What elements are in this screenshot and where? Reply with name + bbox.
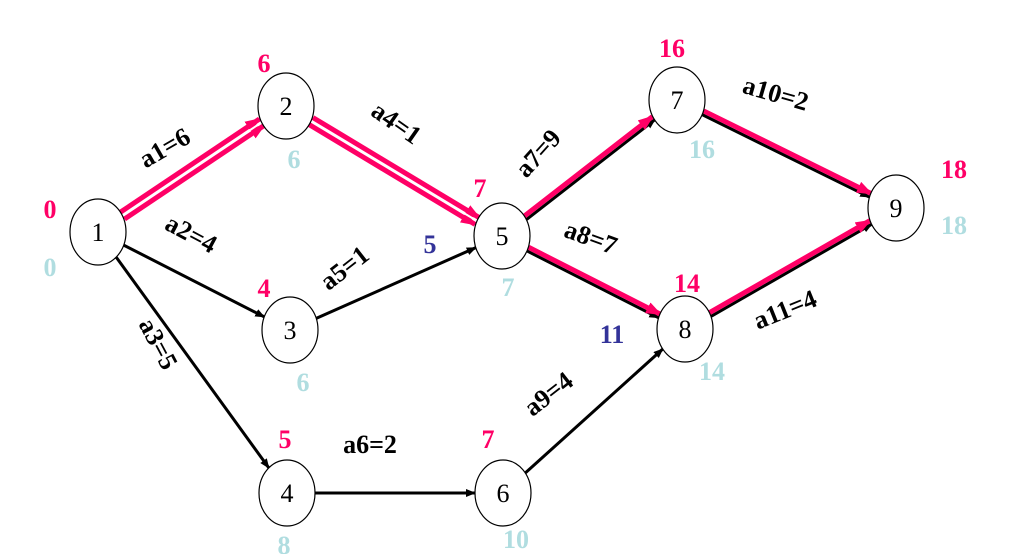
latest-time: 6 [288, 145, 301, 174]
critical-arrow [527, 245, 662, 317]
edge-arrow [524, 347, 664, 475]
node-circle [474, 459, 532, 527]
node-circle [257, 72, 315, 140]
node-label: 1 [92, 218, 105, 247]
edge-arrow [123, 243, 266, 319]
earliest-time: 7 [474, 174, 487, 203]
edge-label: a2=4 [161, 208, 222, 259]
latest-time: 14 [699, 357, 725, 386]
edge-label: a5=1 [314, 240, 374, 296]
edge-a11 [707, 218, 873, 318]
alternate-time: 5 [424, 230, 437, 259]
edge-a7 [522, 114, 656, 221]
node-label: 2 [280, 92, 293, 121]
node-label: 8 [679, 315, 692, 344]
edge-label: a3=5 [133, 313, 184, 374]
edge-a5 [315, 246, 477, 320]
node-1: 1 0 0 [44, 195, 127, 282]
node-label: 5 [496, 222, 509, 251]
edge-arrow [315, 246, 477, 320]
node-4: 4 5 8 [258, 425, 316, 554]
critical-arrow [311, 115, 481, 220]
edge-label: a8=7 [561, 215, 622, 261]
edge-a2 [123, 243, 266, 319]
edge-a4 [307, 115, 481, 227]
critical-arrow [702, 108, 873, 196]
edge-a9 [524, 347, 664, 475]
node-label: 9 [890, 194, 903, 223]
earliest-time: 7 [482, 425, 495, 454]
node-label: 3 [284, 316, 297, 345]
node-circle [473, 202, 531, 270]
critical-arrow [707, 218, 872, 315]
node-circle [648, 66, 706, 134]
arrow-gap [121, 121, 263, 217]
alternate-time: 11 [600, 320, 625, 349]
edge-label: a11=4 [749, 284, 820, 335]
node-circle [656, 295, 714, 363]
critical-arrow [522, 114, 654, 219]
edge-label: a10=2 [740, 70, 812, 116]
earliest-time: 5 [279, 425, 292, 454]
edge-label: a7=9 [509, 124, 567, 183]
critical-arrow [123, 123, 266, 222]
node-9: 9 18 18 [867, 155, 967, 242]
earliest-time: 16 [659, 34, 685, 63]
earliest-time: 18 [941, 155, 967, 184]
edge-a1 [118, 116, 266, 222]
node-label: 4 [281, 479, 294, 508]
earliest-time: 4 [258, 274, 271, 303]
node-circle [258, 459, 316, 527]
edge-arrow [710, 222, 873, 318]
latest-time: 18 [941, 211, 967, 240]
edge-a3 [114, 256, 271, 469]
critical-arrow [307, 122, 477, 227]
edge-label: a4=1 [366, 96, 427, 151]
latest-time: 16 [689, 135, 715, 164]
critical-arrow [118, 116, 262, 215]
node-6: 67 10 [474, 425, 532, 554]
node-2: 266 [257, 49, 315, 174]
latest-time: 10 [503, 525, 529, 554]
latest-time: 6 [297, 368, 310, 397]
earliest-time: 0 [44, 195, 57, 224]
earliest-time: 6 [258, 49, 271, 78]
node-circle [867, 174, 925, 242]
latest-time: 0 [44, 253, 57, 282]
arrow-gap [310, 120, 478, 222]
node-3: 34 6 [258, 274, 319, 397]
edge-label: a6=2 [343, 430, 397, 459]
edge-label: a9=4 [518, 366, 578, 422]
earliest-time: 14 [674, 269, 700, 298]
edge-a8 [526, 245, 662, 320]
node-label: 7 [671, 86, 684, 115]
node-circle [69, 198, 127, 266]
latest-time: 7 [502, 273, 515, 302]
edge-arrow [525, 118, 656, 221]
edge-arrow [114, 256, 271, 469]
edge-arrow [526, 249, 660, 320]
node-circle [261, 296, 319, 364]
node-label: 6 [497, 479, 510, 508]
latest-time: 8 [278, 531, 291, 554]
edge-arrow [701, 113, 871, 199]
edge-a10 [701, 108, 873, 199]
